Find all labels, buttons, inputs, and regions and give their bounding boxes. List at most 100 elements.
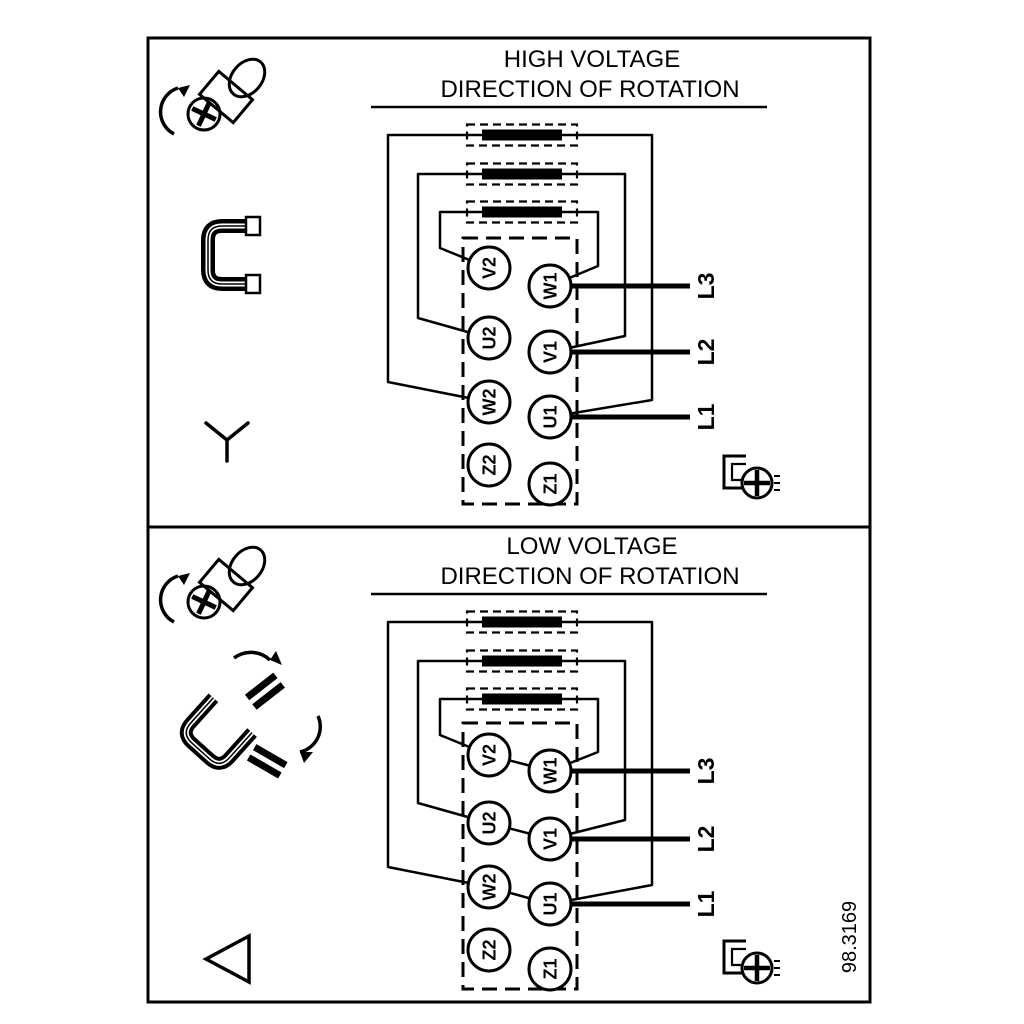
terminal-label: Z2: [479, 454, 499, 475]
supply-label-l1: L1: [693, 890, 719, 917]
rotation-arrow: [158, 86, 179, 136]
supply-label-l2: L2: [693, 339, 719, 366]
terminal-w2: W2: [466, 864, 512, 910]
wire-bar1-left: [386, 133, 520, 404]
wire-bar2-right: [520, 172, 627, 354]
jumper-bar: [482, 655, 562, 667]
terminal-z1: Z1: [527, 461, 573, 507]
wire-bar2-left: [416, 659, 520, 825]
panel-title: HIGH VOLTAGE: [504, 46, 680, 73]
terminal-v1: V1: [527, 816, 573, 862]
terminal-circle: [466, 927, 512, 973]
rotation-arrow-head: [178, 573, 190, 585]
screw-terminal-icon: [722, 454, 780, 500]
screw-shaft: [197, 557, 255, 613]
phillips-cross-icon: [744, 955, 770, 981]
jumper-tab-lower: [246, 744, 288, 779]
terminal-u1: U1: [527, 394, 573, 440]
star-jumper-icon: [201, 215, 262, 295]
screw-cap: [227, 545, 267, 587]
terminal-clip-inner: [730, 947, 746, 967]
screw-rotation-icon: [158, 545, 267, 624]
supply-lines: L3 L2 L1: [571, 273, 719, 430]
terminal-label: V1: [540, 828, 560, 850]
terminal-v2: V2: [466, 732, 512, 778]
jumper-end-tab: [244, 273, 262, 295]
terminal-block-outline: [461, 236, 579, 506]
terminal-w2: W2: [466, 379, 512, 425]
rotation-arrow-head: [178, 85, 190, 97]
terminal-block: V2 U2 W2 Z2 W1 V1: [461, 721, 579, 992]
jumper-bar: [482, 693, 562, 705]
jumper-bracket-line: [207, 225, 252, 285]
wiring: [386, 133, 654, 419]
terminal-z1: Z1: [527, 946, 573, 992]
terminal-label: U2: [479, 811, 499, 834]
terminal-u1: U1: [527, 881, 573, 927]
terminal-label: U1: [540, 405, 560, 428]
jumper-slot: [465, 687, 579, 711]
phillips-cross-icon: [191, 589, 217, 615]
terminal-circle: [527, 946, 573, 992]
terminal-circle: [466, 864, 512, 910]
terminal-z2: Z2: [466, 927, 512, 973]
delta-symbol: [202, 933, 251, 985]
jumper-bar: [482, 168, 562, 180]
rotate-arrow-lower-head: [300, 752, 313, 763]
supply-lines: L3 L2 L1: [571, 758, 719, 917]
terminal-label: V2: [479, 257, 499, 279]
phillips-cross-icon: [744, 470, 770, 496]
rotation-arrow: [158, 574, 179, 624]
jumper-bar: [482, 616, 562, 628]
jumper-slot: [465, 610, 579, 634]
rotate-arrow-upper-head: [270, 651, 282, 665]
panel-title: LOW VOLTAGE: [506, 533, 677, 560]
jumper-slot: [465, 123, 579, 147]
terminal-label: W2: [479, 874, 499, 901]
terminal-u2: U2: [466, 315, 512, 361]
jumper-bars: [465, 610, 579, 711]
terminal-circle: [466, 315, 512, 361]
screw-rotation-icon: [158, 57, 267, 136]
wire-bar1-left: [386, 620, 520, 889]
terminal-label: V2: [479, 744, 499, 766]
thread-lines: [774, 960, 780, 976]
supply-label-l2: L2: [693, 826, 719, 853]
terminal-circle: [466, 379, 512, 425]
jumper-tab-upper: [244, 672, 285, 710]
screw-head: [740, 466, 774, 500]
panel-high-voltage: HIGH VOLTAGE DIRECTION OF ROTATION: [146, 36, 872, 529]
terminal-circle: [466, 245, 512, 291]
jumper-end-tab: [244, 215, 262, 237]
screw-cap: [227, 57, 267, 99]
terminal-label: Z1: [540, 958, 560, 979]
terminal-label: Z1: [540, 473, 560, 494]
star-symbol: [204, 421, 250, 463]
panel-subtitle: DIRECTION OF ROTATION: [440, 563, 739, 590]
screw-head: [740, 951, 774, 985]
panel-subtitle: DIRECTION OF ROTATION: [440, 76, 739, 103]
screw-face: [186, 584, 222, 620]
supply-label-l1: L1: [693, 403, 719, 430]
jumper-bracket-large: [179, 693, 257, 770]
wire-bar2-left: [416, 172, 520, 340]
terminal-label: W2: [479, 389, 499, 416]
terminal-clip: [722, 939, 746, 975]
terminal-label: W1: [540, 273, 560, 300]
phillips-cross-icon: [191, 101, 217, 127]
jumper-slot: [465, 200, 579, 224]
terminal-block: V2 U2 W2 Z2 W1 V1: [461, 236, 579, 507]
screw-face: [186, 96, 222, 132]
jumper-bar: [482, 206, 562, 218]
terminal-clip-inner: [730, 462, 746, 482]
jumper-slot: [465, 649, 579, 673]
terminal-v1: V1: [527, 329, 573, 375]
screw-shaft: [197, 69, 255, 125]
terminal-label: Z2: [479, 939, 499, 960]
terminal-clip: [722, 454, 746, 490]
rotate-arrow-upper: [232, 650, 272, 662]
supply-label-l3: L3: [693, 758, 719, 785]
terminal-label: U2: [479, 326, 499, 349]
terminal-u2: U2: [466, 800, 512, 846]
